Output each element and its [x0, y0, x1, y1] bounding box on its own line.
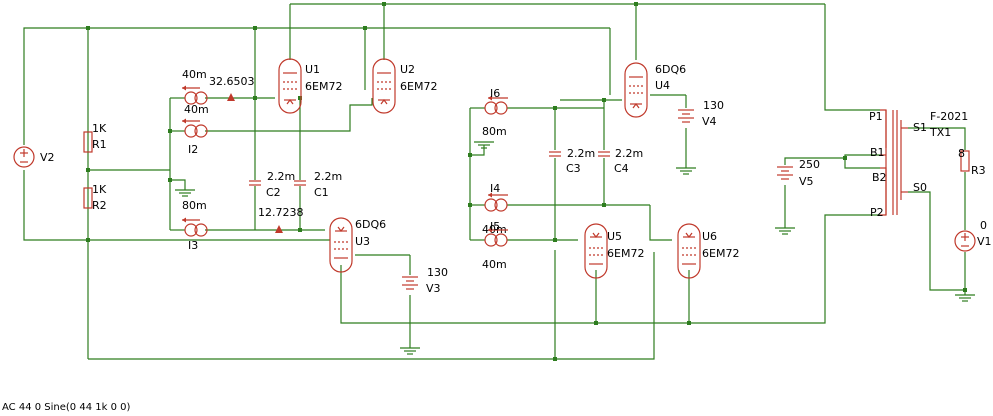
r2-name: R2	[92, 199, 107, 212]
i6-value: 80m	[482, 125, 507, 138]
capacitor-c1[interactable]: 2.2m C1	[293, 170, 342, 199]
u2-name: U2	[400, 63, 415, 76]
tube-u1[interactable]: U1 6EM72	[278, 58, 342, 114]
probe-b-value: 12.7238	[258, 206, 304, 219]
v5-value: 250	[799, 158, 820, 171]
probe-b[interactable]: 12.7238	[258, 206, 304, 233]
r2-value: 1K	[92, 183, 107, 196]
u6-name: U6	[702, 230, 717, 243]
v1-value: 0	[980, 219, 987, 232]
i3-value: 80m	[182, 199, 207, 212]
current-source-i2[interactable]: 40m I2	[181, 103, 209, 156]
voltage-source-v1[interactable]: 0 V1	[954, 219, 992, 252]
tube-u6[interactable]: U6 6EM72	[677, 223, 739, 279]
resistor-r3[interactable]: 8 R3	[958, 147, 986, 177]
i2-name: I2	[188, 143, 198, 156]
i1-value: 40m	[182, 68, 207, 81]
r3-name: R3	[971, 164, 986, 177]
current-source-i3[interactable]: 80m I3	[181, 199, 208, 252]
junction-nodes	[86, 2, 967, 361]
v3-name: V3	[426, 282, 441, 295]
u4-name: U4	[655, 79, 670, 92]
resistor-r1[interactable]: 1K R1	[83, 122, 107, 153]
simulation-directive: AC 44 0 Sine(0 44 1k 0 0)	[2, 402, 131, 413]
voltage-source-v2[interactable]: V2	[13, 146, 55, 168]
tx1-pin-s0: S0	[913, 181, 927, 194]
v3-value: 130	[427, 266, 448, 279]
u2-model: 6EM72	[400, 80, 437, 93]
c1-name: C1	[314, 186, 329, 199]
ground-icon	[675, 167, 697, 175]
c1-value: 2.2m	[314, 170, 342, 183]
r1-value: 1K	[92, 122, 107, 135]
v2-name: V2	[40, 151, 55, 164]
capacitor-c3[interactable]: 2.2m C3	[548, 147, 595, 175]
u1-name: U1	[305, 63, 320, 76]
tx1-name: TX1	[929, 126, 951, 139]
tube-u3[interactable]: 6DQ6 U3	[329, 217, 386, 273]
v4-name: V4	[702, 115, 717, 128]
i5-value: 40m	[482, 258, 507, 271]
tx1-pin-b1: B1	[870, 146, 885, 159]
ground-icon	[174, 189, 196, 197]
tx1-pin-p1: P1	[869, 110, 883, 123]
tx1-pin-b2: B2	[872, 171, 887, 184]
current-source-i6[interactable]: I6 80m	[482, 87, 509, 138]
u3-name: U3	[355, 235, 370, 248]
resistor-r2[interactable]: 1K R2	[83, 183, 107, 212]
u5-name: U5	[607, 230, 622, 243]
u3-model: 6DQ6	[355, 218, 386, 231]
i5-name: I5	[490, 220, 500, 233]
tx1-pin-s1: S1	[913, 121, 927, 134]
tube-u5[interactable]: U5 6EM72	[584, 223, 644, 279]
i6-name: I6	[490, 87, 500, 100]
c2-name: C2	[266, 186, 281, 199]
c3-value: 2.2m	[567, 147, 595, 160]
i2-value: 40m	[184, 103, 209, 116]
battery-v5[interactable]: 250 V5	[776, 158, 820, 188]
i3-name: I3	[188, 239, 198, 252]
probe-a[interactable]: 32.6503	[209, 75, 255, 101]
capacitor-c2[interactable]: 2.2m C2	[248, 170, 295, 199]
c2-value: 2.2m	[267, 170, 295, 183]
c3-name: C3	[566, 162, 581, 175]
u6-model: 6EM72	[702, 247, 739, 260]
current-source-i1[interactable]: 40m	[181, 68, 208, 105]
battery-v4[interactable]: 130 V4	[677, 99, 724, 128]
tx1-part: F-2021	[930, 110, 968, 123]
battery-v3[interactable]: 130 V3	[401, 266, 448, 295]
r3-value: 8	[958, 147, 965, 160]
tube-u4[interactable]: 6DQ6 U4	[624, 62, 686, 118]
u1-model: 6EM72	[305, 80, 342, 93]
current-source-i5[interactable]: I5 40m	[482, 220, 509, 271]
r1-name: R1	[92, 138, 107, 151]
probe-a-value: 32.6503	[209, 75, 255, 88]
wiring	[23, 3, 966, 360]
tx1-pin-p2: P2	[870, 206, 884, 219]
u4-model: 6DQ6	[655, 63, 686, 76]
v5-name: V5	[799, 175, 814, 188]
c4-value: 2.2m	[615, 147, 643, 160]
v4-value: 130	[703, 99, 724, 112]
tube-u2[interactable]: U2 6EM72	[372, 58, 437, 114]
transformer-tx1[interactable]: P1 B1 B2 P2 S1 S0 F-2021 TX1	[869, 109, 968, 219]
v1-name: V1	[977, 235, 992, 248]
ground-icon	[774, 227, 796, 235]
ground-icon	[399, 347, 421, 355]
c4-name: C4	[614, 162, 629, 175]
ground-icon	[954, 294, 976, 302]
u5-model: 6EM72	[607, 247, 644, 260]
capacitor-c4[interactable]: 2.2m C4	[597, 147, 643, 175]
i4-name: I4	[490, 182, 500, 195]
